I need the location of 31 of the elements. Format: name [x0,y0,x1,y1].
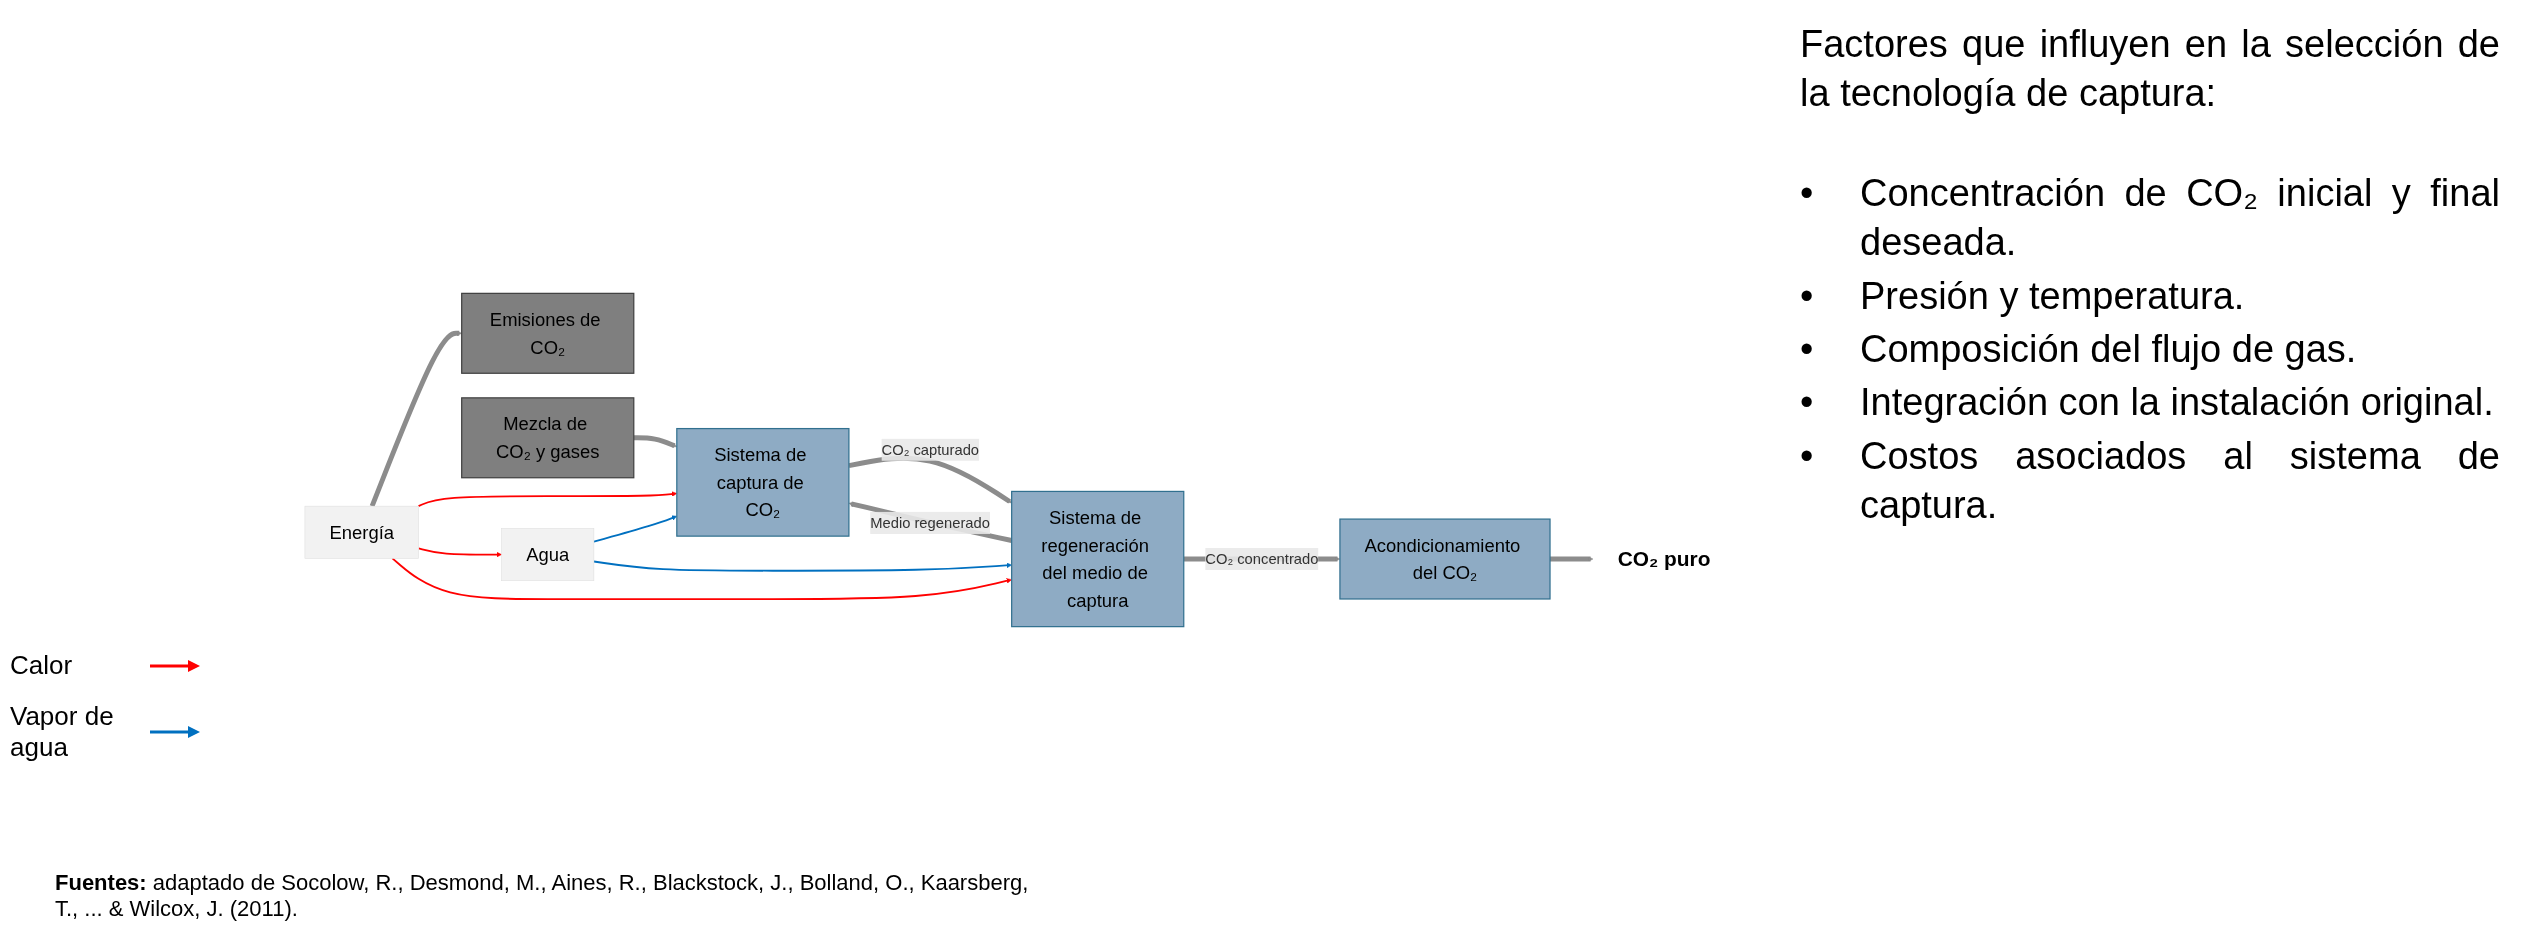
legend-label: Vapor de agua [10,701,115,763]
bullet-marker: • [1800,326,1815,372]
arrow [848,455,1012,504]
node-box: Sistema de regeneración del medio de captura [1011,490,1185,628]
bullet-text: Integración con la instalación original. [1860,380,2495,426]
node-box: Energía [304,505,419,559]
node-text: CO₂ puro [1617,547,1711,571]
bullet-marker: • [1800,380,1815,426]
bullet-text: Concentración de CO₂ inicial y final deseada. [1860,170,2500,266]
arrow [1550,556,1594,562]
bullet-text: Costos asociados al sistema de captura. [1860,433,2500,529]
edge-label: Medio regenerado [870,514,990,531]
node-box: Sistema de captura de CO₂ [676,427,850,537]
bullet-text: Composición del flujo de gas. [1860,326,2358,372]
node-box: Agua [501,528,595,581]
arrow [417,547,502,558]
node-box: Mezcla de CO₂ y gases [461,397,635,479]
node-box: Emisiones de CO₂ [461,292,635,374]
arrow [592,560,1012,572]
legend-label: Calor [10,650,74,681]
edge-label: CO₂ capturado [881,441,980,458]
bullet-text: Presión y temperatura. [1860,273,2246,319]
bullet-marker: • [1800,273,1815,319]
node-box: Acondicionamiento del CO₂ [1339,518,1551,600]
arrow [391,557,1012,601]
edge-label: CO₂ concentrado [1205,550,1319,568]
heading-text: Factores que influyen en la selección de la tecnología de captura: [1800,22,2500,117]
bullet-marker: • [1800,170,1815,216]
arrow [369,330,462,508]
source-note: Fuentes: adaptado de Socolow, R., Desmond, M., Aines, R., Blackstock, J., Bolland, O., Kaarsberg, T., ... & Wilcox, J. (2011). [55,870,1029,921]
bullet-marker: • [1800,433,1815,479]
